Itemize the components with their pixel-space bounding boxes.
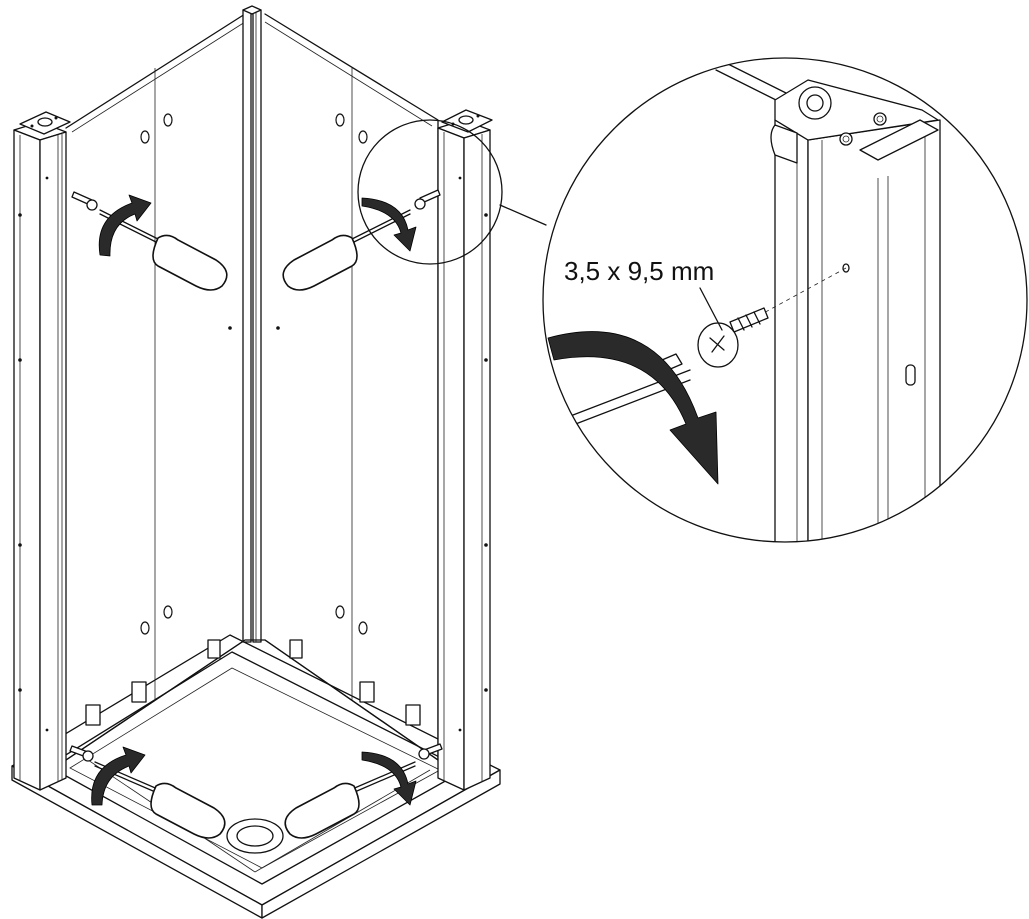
drain-outlet — [226, 818, 284, 854]
curved-arrow-icon — [98, 194, 152, 257]
right-wall-profile — [437, 109, 493, 791]
detail-source-circle — [357, 119, 503, 265]
screwdriver-icon — [282, 209, 411, 291]
curved-arrow-icon — [361, 197, 417, 252]
screw-icon — [414, 189, 441, 210]
curved-arrow-icon — [361, 751, 417, 806]
screw-size-label: 3,5 x 9,5 mm — [564, 256, 714, 286]
screwdriver-icon — [284, 761, 416, 839]
detail-zoom — [547, 59, 941, 542]
size-label-leader — [699, 287, 723, 331]
screw-icon — [697, 307, 769, 368]
detail-zoom-circle — [542, 57, 1028, 543]
shower-tray — [11, 634, 501, 919]
left-wall-profile — [13, 111, 71, 791]
screw-icon — [69, 745, 94, 762]
curved-arrow-icon — [547, 331, 719, 485]
back-panels — [65, 5, 439, 761]
screw-icon — [418, 743, 443, 760]
screw-icon — [71, 191, 98, 211]
callout-leader — [499, 204, 547, 226]
curved-arrow-icon — [91, 746, 146, 806]
